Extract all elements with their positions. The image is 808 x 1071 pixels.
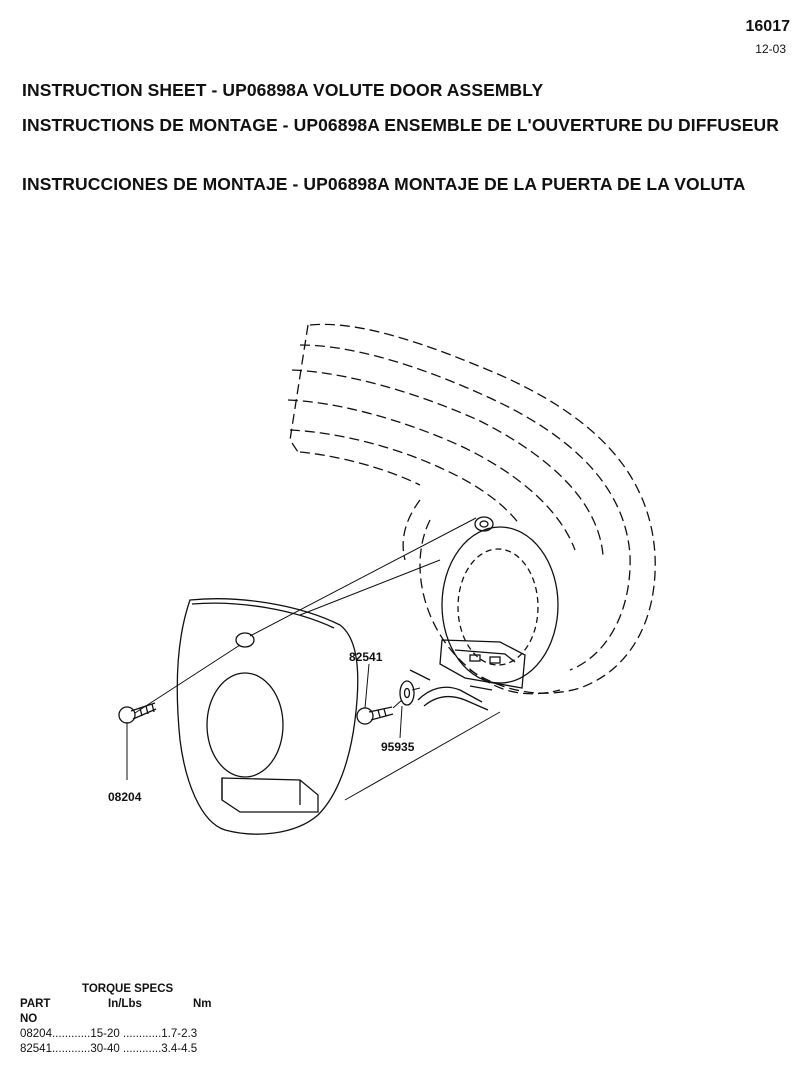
col-part-line2: NO <box>20 1013 38 1025</box>
volute-outlet-ring <box>441 526 559 684</box>
door-bolt-hole <box>235 632 255 648</box>
title-french: INSTRUCTIONS DE MONTAGE - UP06898A ENSEM… <box>22 115 780 135</box>
row-inlbs: 15-20 ............ <box>90 1028 162 1040</box>
col-nm: Nm <box>193 998 212 1010</box>
col-inlbs: In/Lbs <box>108 998 142 1010</box>
col-part: PART <box>20 998 51 1010</box>
bolt-82541 <box>356 706 394 725</box>
title-english: INSTRUCTION SHEET - UP06898A VOLUTE DOOR… <box>22 80 544 100</box>
torque-row: 82541............30-40 ............3.4-4… <box>20 1042 212 1057</box>
housing-bolt-boss <box>474 516 494 532</box>
row-nm: 1.7-2.3 <box>161 1028 198 1040</box>
hairpin-clip <box>409 669 493 711</box>
latch-bracket <box>439 639 526 689</box>
torque-row: 08204............15-20 ............1.7-2… <box>20 1027 212 1042</box>
volute-door-exploded-diagram: 08204 82541 95935 <box>108 323 656 835</box>
row-part: 08204............ <box>20 1028 91 1040</box>
row-part: 82541............ <box>20 1043 91 1055</box>
callout-08204: 08204 <box>108 790 142 804</box>
row-inlbs: 30-40 ............ <box>90 1043 162 1055</box>
washer-95935 <box>399 680 415 706</box>
row-nm: 3.4-4.5 <box>161 1043 198 1055</box>
torque-specs-table: TORQUE SPECS PART In/Lbs Nm NO 08204......… <box>20 982 212 1057</box>
volute-door-panel <box>176 598 359 835</box>
bolt-08204 <box>118 702 157 724</box>
document-date: 12-03 <box>755 42 786 56</box>
callout-95935: 95935 <box>381 740 415 754</box>
document-number: 16017 <box>745 18 791 35</box>
alignment-lines <box>126 517 501 801</box>
callout-82541: 82541 <box>349 650 383 664</box>
volute-housing <box>287 323 656 695</box>
door-large-opening <box>206 672 284 778</box>
title-spanish: INSTRUCCIONES DE MONTAJE - UP06898A MONT… <box>22 174 746 194</box>
torque-caption: TORQUE SPECS <box>82 983 174 995</box>
torque-header-row: PART In/Lbs Nm <box>20 997 212 1012</box>
